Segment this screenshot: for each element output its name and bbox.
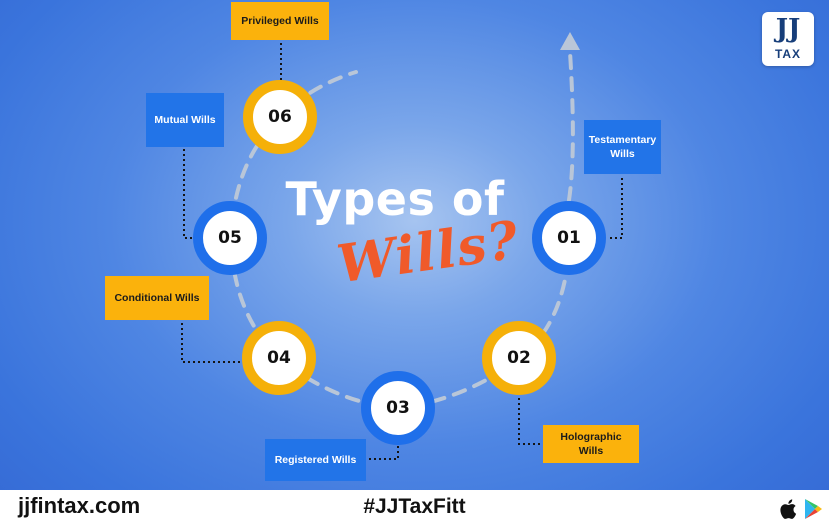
footer-bar: jjfintax.com #JJTaxFitt	[0, 490, 829, 526]
node-03: 03	[361, 371, 435, 445]
connector-05	[183, 148, 192, 239]
label-registered-wills: Registered Wills	[265, 439, 366, 481]
label-holographic-wills: Holographic Wills	[543, 425, 639, 463]
label-conditional-wills: Conditional Wills	[105, 276, 209, 320]
label-mutual-wills: Mutual Wills	[146, 93, 224, 147]
node-number: 05	[218, 228, 242, 248]
label-privileged-wills: Privileged Wills	[231, 2, 329, 40]
progress-arrow-line	[567, 50, 575, 202]
apple-icon[interactable]	[779, 498, 799, 520]
node-01: 01	[532, 201, 606, 275]
hashtag: #JJTaxFitt	[363, 495, 466, 518]
title-line-1: Types of	[285, 172, 505, 226]
node-number: 06	[268, 107, 292, 127]
label-testamentary-wills: Testamentary Wills	[584, 120, 661, 174]
node-number: 01	[557, 228, 581, 248]
node-04: 04	[242, 321, 316, 395]
google-play-icon[interactable]	[803, 498, 823, 520]
node-number: 04	[267, 348, 291, 368]
progress-arrow-head	[560, 32, 580, 50]
node-05: 05	[193, 201, 267, 275]
connector-01	[610, 176, 623, 239]
node-number: 03	[386, 398, 410, 418]
connector-03	[366, 446, 399, 460]
node-number: 02	[507, 348, 531, 368]
logo-mark: JJ	[775, 14, 801, 44]
website-link[interactable]: jjfintax.com	[18, 493, 141, 518]
node-02: 02	[482, 321, 556, 395]
connector-02	[518, 398, 544, 445]
node-06: 06	[243, 80, 317, 154]
brand-logo[interactable]: JJ TAX	[762, 12, 814, 66]
connector-04	[181, 320, 240, 363]
logo-text: TAX	[774, 47, 802, 61]
